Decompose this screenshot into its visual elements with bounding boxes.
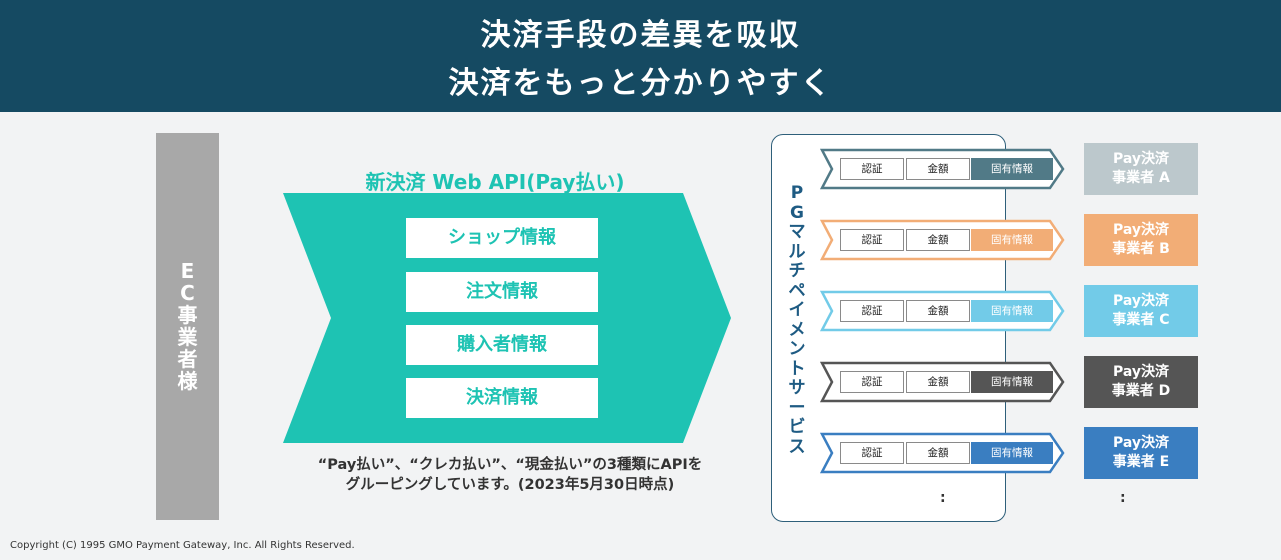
cell-amount: 金額 — [906, 371, 970, 393]
api-chevron-arrow — [283, 193, 731, 443]
cell-specific-info: 固有情報 — [971, 158, 1053, 180]
grouping-note: “Pay払い”、“クレカ払い”、“現金払い”の3種類にAPIを グルーピングして… — [270, 455, 750, 495]
cell-auth: 認証 — [840, 371, 904, 393]
cell-specific-info: 固有情報 — [971, 371, 1053, 393]
cell-amount: 金額 — [906, 229, 970, 251]
pg-label-char: メ — [788, 319, 806, 340]
header-banner: 決済手段の差異を吸収 決済をもっと分かりやすく — [0, 0, 1281, 112]
api-title: 新決済 Web API(Pay払い) — [365, 170, 625, 194]
pg-label-char: チ — [788, 261, 806, 281]
cell-auth: 認証 — [840, 300, 904, 322]
provider-line2: 事業者 D — [1111, 383, 1171, 399]
provider-line1: Pay決済 — [1112, 151, 1170, 167]
info-box-payment: 決済情報 — [406, 378, 598, 418]
ec-label-char: C — [180, 281, 195, 305]
provider-line2: 事業者 A — [1112, 170, 1170, 186]
pg-label-char: ル — [788, 241, 806, 262]
pg-label-char: イ — [788, 300, 806, 320]
ec-label-char: E — [180, 259, 195, 283]
provider-line1: Pay決済 — [1112, 293, 1170, 309]
provider-line1: Pay決済 — [1112, 435, 1170, 451]
provider-box: Pay決済事業者 E — [1084, 427, 1198, 479]
provider-box: Pay決済事業者 A — [1084, 143, 1198, 195]
info-box-order: 注文情報 — [406, 272, 598, 312]
ec-merchant-bar: E C 事 業 者 様 — [156, 133, 219, 520]
cell-auth: 認証 — [840, 442, 904, 464]
pg-label-char: ー — [788, 397, 806, 418]
cell-auth: 認証 — [840, 158, 904, 180]
provider-line2: 事業者 C — [1112, 312, 1170, 328]
ec-label-char: 事 — [177, 303, 198, 327]
pg-label-char: マ — [788, 222, 806, 242]
provider-line1: Pay決済 — [1112, 364, 1170, 380]
provider-line2: 事業者 B — [1112, 241, 1170, 257]
cell-amount: 金額 — [906, 442, 970, 464]
cell-specific-info: 固有情報 — [971, 442, 1053, 464]
pg-label-char: G — [790, 202, 804, 223]
ec-merchant-label: E C 事 業 者 様 — [156, 260, 219, 392]
provider-line1: Pay決済 — [1112, 222, 1170, 238]
cell-auth: 認証 — [840, 229, 904, 251]
provider-box: Pay決済事業者 D — [1084, 356, 1198, 408]
rows-ellipsis: : — [940, 490, 946, 506]
cell-specific-info: 固有情報 — [971, 300, 1053, 322]
grouping-note-line2: グルーピングしています。(2023年5月30日時点) — [345, 477, 675, 493]
grouping-note-line1: “Pay払い”、“クレカ払い”、“現金払い”の3種類にAPIを — [317, 457, 703, 473]
cell-amount: 金額 — [906, 158, 970, 180]
cell-specific-info: 固有情報 — [971, 229, 1053, 251]
pg-label-char: ト — [788, 358, 806, 379]
ec-label-char: 業 — [177, 325, 198, 349]
pg-label-char: ビ — [788, 417, 806, 437]
pg-label-char: P — [790, 183, 804, 203]
provider-box: Pay決済事業者 C — [1084, 285, 1198, 337]
pg-label-char: サ — [788, 378, 806, 398]
info-box-shop: ショップ情報 — [406, 218, 598, 258]
copyright: Copyright (C) 1995 GMO Payment Gateway, … — [10, 540, 355, 551]
provider-line2: 事業者 E — [1112, 454, 1170, 470]
provider-box: Pay決済事業者 B — [1084, 214, 1198, 266]
ec-label-char: 様 — [177, 369, 198, 393]
header-title-line1: 決済手段の差異を吸収 — [480, 18, 801, 53]
providers-ellipsis: : — [1120, 490, 1126, 506]
pg-label-char: ン — [788, 339, 806, 359]
pg-label-char: ス — [788, 436, 806, 457]
ec-label-char: 者 — [177, 347, 198, 371]
cell-amount: 金額 — [906, 300, 970, 322]
pg-multipayment-label: P G マ ル チ ペ イ メ ン ト サ ー ビ ス — [784, 183, 810, 457]
info-box-buyer: 購入者情報 — [406, 325, 598, 365]
pg-label-char: ペ — [788, 280, 806, 301]
header-title-line2: 決済をもっと分かりやすく — [448, 66, 833, 101]
